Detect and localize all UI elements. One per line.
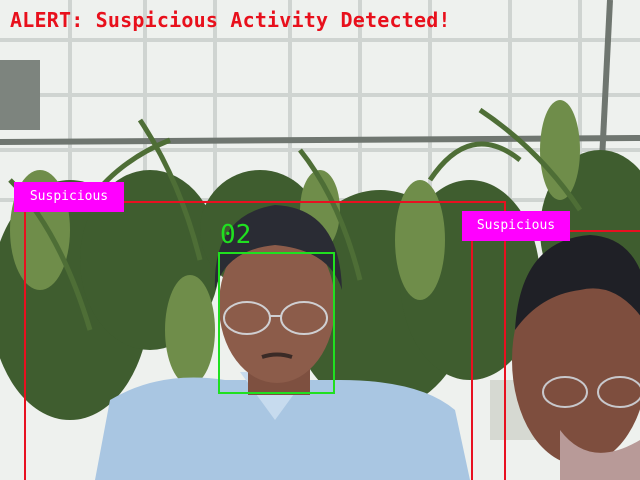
face-detection-box [218,252,335,394]
detection-label-suspicious-secondary: Suspicious [462,211,570,241]
alert-message: ALERT: Suspicious Activity Detected! [10,8,451,32]
person-secondary [512,235,640,480]
person-main-face [219,227,335,383]
person-secondary-hair [515,235,640,330]
person-main-hair [214,205,342,290]
person-main [95,205,470,480]
detection-box-suspicious-secondary [471,230,640,480]
person-secondary-face [512,255,640,465]
detection-label-suspicious-main: Suspicious [14,182,124,212]
person-secondary-shirt [560,430,640,480]
person-main-shirt [95,377,470,480]
greenhouse-beam [0,60,40,130]
face-id-label: 02 [220,220,252,250]
person-main-glasses [223,301,328,335]
person-secondary-glasses [542,376,640,408]
detection-box-suspicious-main [24,201,506,480]
foliage-leaves [8,107,583,331]
